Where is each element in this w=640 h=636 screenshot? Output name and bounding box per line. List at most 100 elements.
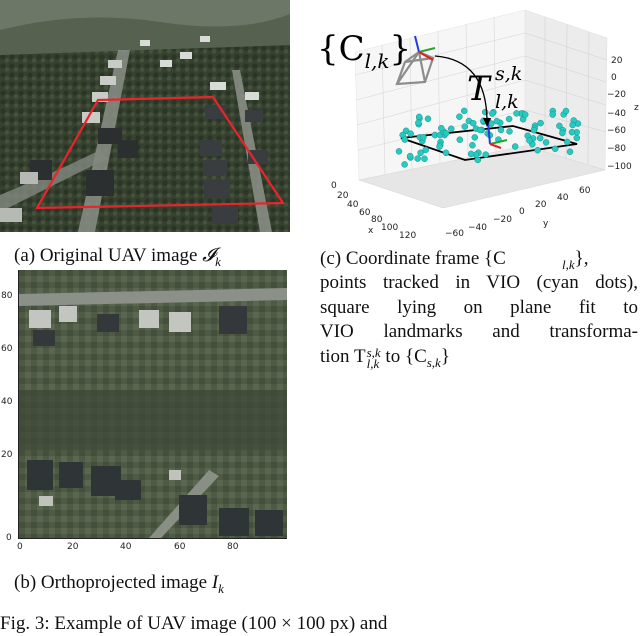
z-tick: −80 xyxy=(607,144,626,154)
landmark-dot xyxy=(477,126,484,134)
panel-a-caption: (a) Original UAV image 𝓘k xyxy=(14,245,221,269)
landmark-dot xyxy=(521,111,529,118)
landmark-dot xyxy=(568,128,576,136)
landmark-dot xyxy=(489,110,496,117)
landmark-dot xyxy=(511,143,519,150)
x-tick: 0 xyxy=(331,181,337,191)
landmark-dot xyxy=(395,148,403,155)
landmark-dot xyxy=(407,130,414,137)
panel-c: 20 0 −20 −40 −60 −80 −100 z 0 20 40 60 8… xyxy=(315,0,640,241)
landmark-dot xyxy=(542,139,550,146)
landmark-dot xyxy=(573,134,581,142)
landmark-dot xyxy=(526,137,533,144)
z-tick: 0 xyxy=(611,73,617,83)
camera-footprint-overlay xyxy=(35,95,286,210)
landmark-dot xyxy=(402,127,410,135)
ortho-xtick: 40 xyxy=(120,542,132,552)
panel-c-caption-line2: points tracked in VIO (cyan dots), xyxy=(320,272,638,293)
landmark-dot xyxy=(566,148,574,155)
landmark-dot xyxy=(456,136,464,143)
transform-sup: s,k xyxy=(495,63,522,85)
landmark-dot xyxy=(556,122,563,130)
landmark-dot xyxy=(467,150,475,158)
ortho-xtick: 60 xyxy=(174,542,186,552)
landmark-dot xyxy=(424,115,432,123)
panel-c-caption-line3: square lying on plane fit to xyxy=(320,297,638,318)
vio-3d-plot: 20 0 −20 −40 −60 −80 −100 z 0 20 40 60 8… xyxy=(317,9,639,241)
landmark-dot xyxy=(461,123,469,130)
landmark-dot xyxy=(414,155,421,162)
landmark-dot xyxy=(460,107,468,115)
y-tick: 60 xyxy=(579,186,591,196)
camera-frustum xyxy=(395,50,435,86)
uav-image xyxy=(0,0,290,232)
landmark-dot xyxy=(505,115,513,123)
panel-c-caption-line4: VIO landmarks and transforma- xyxy=(320,321,638,342)
landmark-dot xyxy=(506,128,513,135)
panel-b-caption: (b) Orthoprojected image Ik xyxy=(14,572,224,596)
x-axis-label: x xyxy=(368,226,374,236)
y-tick: 40 xyxy=(557,193,569,203)
figure-caption: Fig. 3: Example of UAV image (100 × 100 … xyxy=(0,613,388,634)
landmark-dot xyxy=(421,155,428,162)
x-tick: 100 xyxy=(381,223,398,233)
ortho-axis-bottom xyxy=(18,538,287,539)
ortho-xtick: 0 xyxy=(17,542,23,552)
vio-landmarks xyxy=(395,107,582,168)
landmark-dot xyxy=(406,152,414,160)
pane-floor xyxy=(358,145,606,209)
ortho-xtick: 20 xyxy=(67,542,79,552)
plane-frame-axes xyxy=(487,121,508,149)
landmark-dot xyxy=(559,129,566,137)
landmark-dot xyxy=(530,126,538,134)
landmark-dot xyxy=(482,151,489,158)
z-tick: −100 xyxy=(607,162,632,172)
x-tick: 40 xyxy=(347,200,359,210)
ortho-ytick: 0 xyxy=(6,533,12,543)
landmark-dot xyxy=(436,143,443,150)
landmark-dot xyxy=(442,149,450,157)
landmark-dot xyxy=(493,117,501,125)
y-tick: −20 xyxy=(493,215,512,225)
z-tick: −20 xyxy=(607,90,626,100)
y-axis-label: y xyxy=(543,219,549,229)
panel-c-caption: (c) Coordinate frame {C xyxy=(320,248,506,269)
landmark-dot xyxy=(438,124,445,132)
x-tick: 60 xyxy=(359,208,371,218)
landmark-dot xyxy=(422,146,429,154)
z-axis-label: z xyxy=(634,103,639,113)
y-tick: −60 xyxy=(445,229,464,239)
y-tick: 0 xyxy=(519,207,525,217)
panel-a xyxy=(0,0,290,232)
z-tick: 20 xyxy=(611,56,623,66)
landmark-dot xyxy=(417,149,424,157)
panel-c-caption-body: x xyxy=(320,247,638,272)
ortho-ytick: 40 xyxy=(1,397,13,407)
landmark-dot xyxy=(469,141,476,149)
landmark-dot xyxy=(564,138,571,146)
landmark-dot xyxy=(549,111,556,118)
transform-sub: l,k xyxy=(495,91,519,113)
landmark-dot xyxy=(551,145,559,153)
x-tick: 20 xyxy=(337,191,349,201)
ortho-xtick: 80 xyxy=(227,542,239,552)
landmark-dot xyxy=(415,113,423,121)
landmark-dot xyxy=(420,134,427,141)
ortho-ytick: 60 xyxy=(1,344,13,354)
y-tick: −40 xyxy=(468,223,487,233)
z-tick: −60 xyxy=(607,126,626,136)
landmark-dot xyxy=(536,134,544,142)
landmark-dot xyxy=(469,119,477,127)
landmark-dot xyxy=(562,107,570,115)
transformation-arrow-head xyxy=(483,118,491,127)
landmark-dot xyxy=(569,121,576,129)
panel-b: 80 60 40 20 0 0 20 40 60 80 xyxy=(0,270,300,570)
ortho-axis-left xyxy=(18,270,19,538)
frame-label: {Cl,k} xyxy=(317,29,411,73)
y-tick: 20 xyxy=(535,200,547,210)
landmark-dot xyxy=(471,134,479,141)
landmark-dot xyxy=(534,146,541,154)
z-tick: −40 xyxy=(607,109,626,119)
transform-label: T xyxy=(467,69,492,109)
